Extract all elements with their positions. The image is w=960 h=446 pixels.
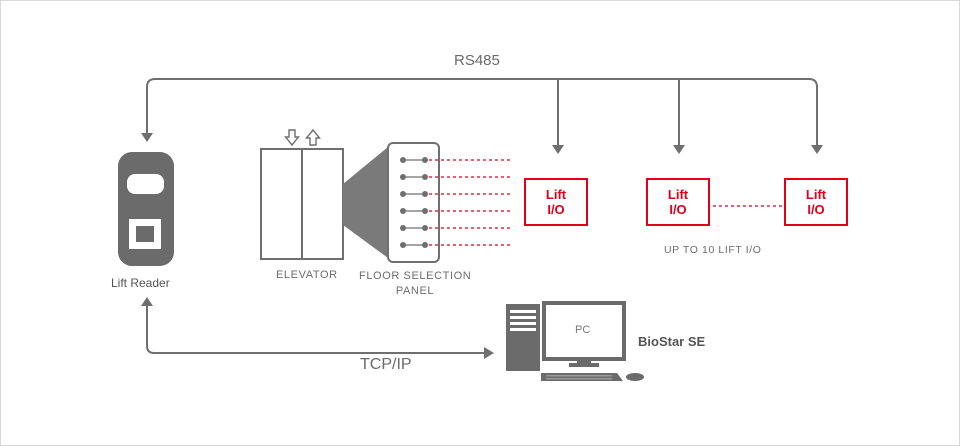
rs485-label: RS485 [454,52,500,69]
lift-io-3-line1: Lift [805,187,827,202]
biostar-se-label: BioStar SE [638,334,706,349]
lift-io-2-line1: Lift [667,187,689,202]
elevator-label: ELEVATOR [276,269,338,281]
lift-reader-label: Lift Reader [111,276,170,290]
lift-reader-icon [118,152,174,266]
lift-io-2-line2: I/O [669,202,687,217]
up-arrow-icon [305,128,321,146]
floor-wiring [429,159,511,246]
tcpip-label: TCP/IP [360,356,412,373]
lift-io-box-3: Lift I/O [784,178,848,226]
rs485-bus-line [146,78,818,147]
tcpip-line [146,304,485,354]
lift-io-note: UP TO 10 LIFT I/O [664,244,762,256]
panel-label-line2: PANEL [395,285,435,297]
rs485-arrow-reader [141,133,153,142]
lift-io-box-1: Lift I/O [524,178,588,226]
elevator-icon [260,128,344,260]
tcpip-arrow-reader [141,297,153,306]
pc-icon [506,301,644,381]
floor-selection-panel-label: FLOOR SELECTION PANEL [359,269,471,299]
pc-screen-label: PC [575,324,591,336]
down-arrow-icon [284,129,300,147]
panel-label-line1: FLOOR SELECTION [359,270,472,282]
rs485-arrow-io-2 [673,145,685,154]
floor-selection-panel-icon [387,142,440,263]
lift-io-1-line2: I/O [547,202,565,217]
rs485-arrow-io-3 [811,145,823,154]
rs485-arrow-io-1 [552,145,564,154]
lift-io-1-line1: Lift [545,187,567,202]
panel-connector [343,147,388,258]
tcpip-arrow-pc [484,347,494,359]
lift-io-3-line2: I/O [807,202,825,217]
lift-io-box-2: Lift I/O [646,178,710,226]
